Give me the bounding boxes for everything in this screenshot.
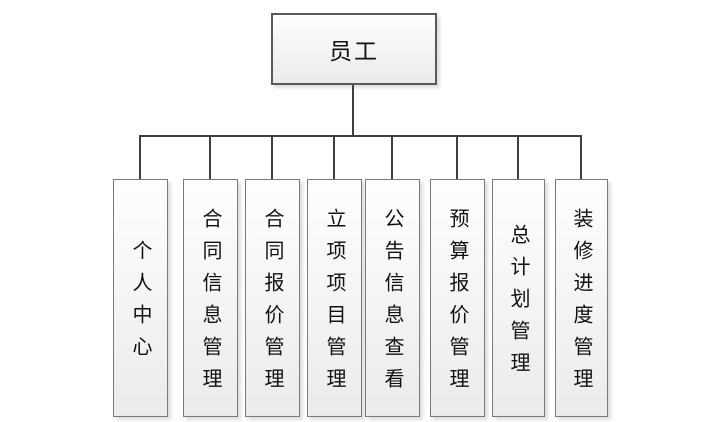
connector-stub <box>517 136 519 179</box>
connector-horizontal-rail <box>139 135 582 137</box>
node-contract-info-management: 合同信息管理 <box>183 179 238 417</box>
node-label: 公告信息查看 <box>381 208 403 400</box>
node-label: 预算报价管理 <box>446 208 468 400</box>
node-label: 总计划管理 <box>507 224 529 384</box>
node-decoration-progress-management: 装修进度管理 <box>555 179 608 417</box>
node-label: 员工 <box>329 38 379 64</box>
connector-root-stem <box>352 85 354 136</box>
node-label: 合同信息管理 <box>199 208 221 400</box>
connector-stub <box>456 136 458 179</box>
connector-stub <box>580 136 582 179</box>
node-label: 个人中心 <box>129 240 151 368</box>
node-label: 立项项目管理 <box>323 208 345 400</box>
node-employee-root: 员工 <box>271 13 437 85</box>
connector-stub <box>391 136 393 179</box>
node-label: 合同报价管理 <box>261 208 283 400</box>
node-project-initiation-management: 立项项目管理 <box>307 179 362 417</box>
connector-stub <box>333 136 335 179</box>
node-announcement-info-view: 公告信息查看 <box>365 179 420 417</box>
node-label: 装修进度管理 <box>570 208 592 400</box>
connector-stub <box>139 136 141 179</box>
node-contract-quote-management: 合同报价管理 <box>245 179 300 417</box>
connector-stub <box>271 136 273 179</box>
node-budget-quote-management: 预算报价管理 <box>430 179 485 417</box>
node-personal-center: 个人中心 <box>113 179 168 417</box>
connector-stub <box>209 136 211 179</box>
node-master-plan-management: 总计划管理 <box>492 179 545 417</box>
